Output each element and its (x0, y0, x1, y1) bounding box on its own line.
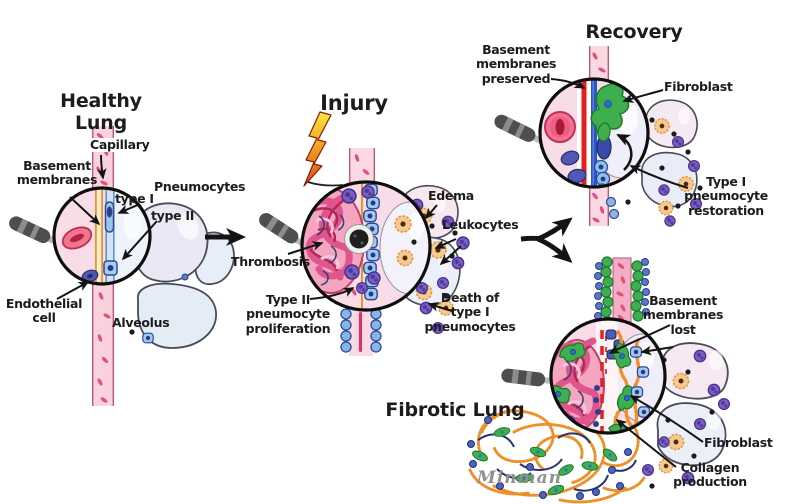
leukocytes-label: Leukocytes (442, 217, 519, 232)
capillary-label: Capillary (88, 137, 152, 153)
magnifier-handle-icon (266, 220, 305, 245)
fibroblast-cell (590, 82, 630, 142)
death-type-i-label: Death of type I pneumocytes (424, 290, 516, 334)
recovery-figure (501, 46, 703, 227)
magnifier-handle-icon (16, 223, 58, 242)
magnifier-lens (538, 77, 650, 189)
recovery-lens-interior (541, 80, 647, 186)
injury-lens-interior (303, 183, 429, 309)
arrow-leukocytes-2 (439, 245, 462, 266)
arrow-capillary (96, 154, 107, 180)
lightning-bolt-icon (303, 111, 344, 187)
magnifier-lens (300, 180, 432, 312)
arrow-collagen-production (615, 418, 677, 468)
arrow-edema (424, 204, 438, 220)
type-ii-label: type II (151, 208, 195, 223)
arrow-basement-lost-2 (640, 345, 674, 356)
arrow-type-i-restoration (629, 165, 689, 189)
basement-membranes-label: Basement membranes (16, 158, 98, 188)
healthy-lung-title: Healthy Lung (60, 90, 142, 134)
injury-figure (266, 111, 470, 356)
collagen-production-label: Collagen production (673, 460, 747, 490)
alveolus-label: Alveolus (112, 315, 170, 330)
recovery-title: Recovery (585, 21, 683, 43)
label-arrows (56, 78, 704, 468)
basement-preserved-label: Basement membranes preserved (476, 42, 557, 86)
arrow-fork (520, 217, 573, 263)
type-ii-proliferation-label: Type II pneumocyte proliferation (245, 292, 331, 336)
arrow-type-ii-proliferation (309, 287, 355, 300)
arrow-leukocytes-1 (434, 238, 457, 249)
fibrotic-lung-title: Fibrotic Lung (385, 399, 525, 421)
injury-capillary-band (340, 148, 388, 356)
collagen-swirl-cells (467, 416, 637, 500)
endothelial-cell-label: Endothelial cell (5, 296, 83, 326)
type-i-restoration-label: Type I pneumocyte restoration (684, 174, 768, 218)
edema-label: Edema (428, 188, 474, 203)
fibroblast-recovery-label: Fibroblast (664, 79, 733, 94)
magnifier-handle-icon (501, 122, 542, 142)
thrombosis-label: Thrombosis (231, 254, 310, 269)
magnifier-lens (52, 186, 152, 286)
magnifier-lens (549, 317, 667, 435)
arrow-fibroblast-recovery (622, 89, 664, 103)
arrow-basement-lost-1 (608, 324, 671, 354)
fibroblast-fibrotic-label: Fibroblast (704, 435, 773, 450)
arrow-restoration-cycle (616, 133, 633, 171)
arrow-fibroblast-fibrotic (629, 395, 704, 443)
basement-lost-label: Basement membranes lost (642, 293, 724, 337)
arrow-type-i (117, 203, 141, 214)
magnifier-handle-icon (508, 376, 554, 382)
type-i-label: type I (115, 191, 154, 206)
artist-signature: Minman (477, 468, 562, 488)
arrow-type-ii (121, 220, 158, 261)
arrow-endothelial-cell (56, 281, 90, 300)
arrow-basement-membranes (69, 196, 101, 226)
arrow-basement-preserved (550, 78, 586, 89)
arrow-thrombosis (287, 241, 324, 255)
healthy-alveoli (129, 202, 235, 349)
recovery-alveoli (625, 99, 703, 227)
injury-title: Injury (320, 91, 388, 115)
arrow-death-type-i (427, 302, 453, 312)
recovery-capillary-band (589, 46, 620, 226)
pneumocytes-label: Pneumocytes (154, 179, 246, 194)
